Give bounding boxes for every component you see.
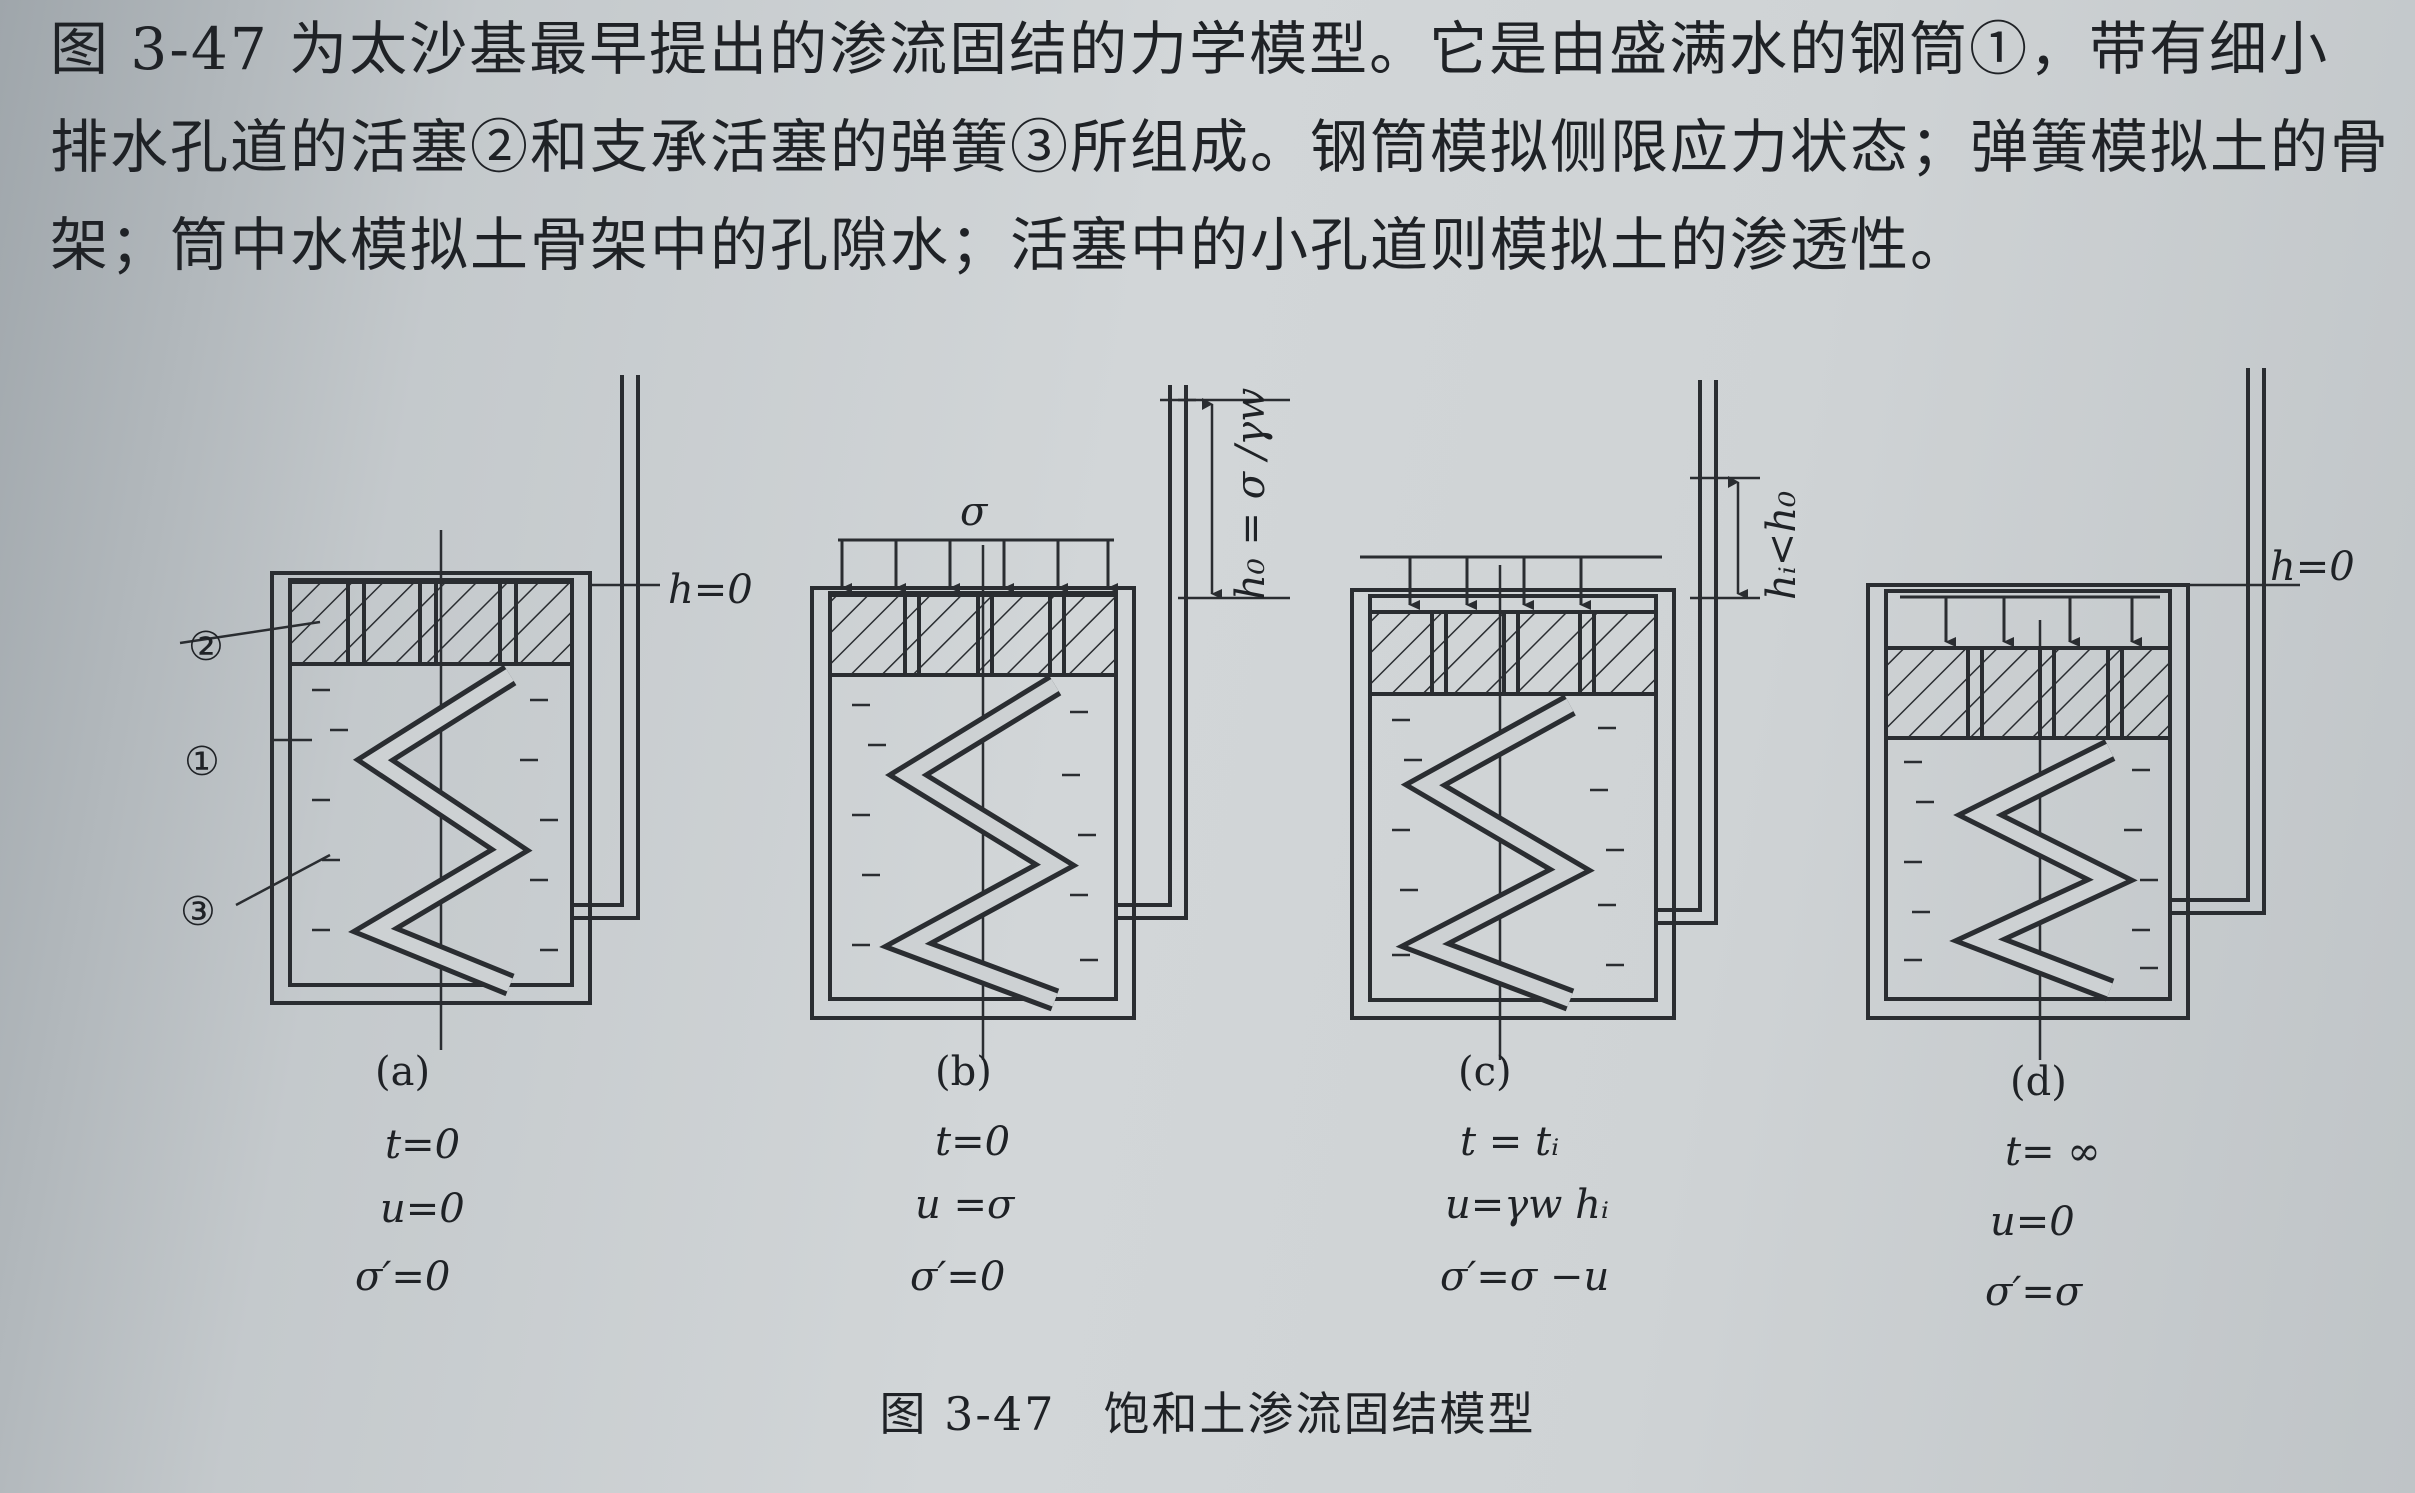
panel-d-diagram (1866, 368, 2300, 1060)
panel-a-head-label: h=0 (668, 567, 753, 613)
panel-a-effective-stress: σ′=0 (355, 1254, 450, 1300)
panel-d-pore-pressure: u=0 (1990, 1199, 2075, 1245)
panel-b-label: (b) (935, 1049, 992, 1095)
figure-caption: 图 3-47 饱和土渗流固结模型 (879, 1387, 1536, 1441)
panel-a-time: t=0 (385, 1122, 460, 1168)
water-marks (1392, 718, 1624, 967)
spring-core (891, 679, 1069, 1007)
panel-b-effective-stress: σ′=0 (910, 1254, 1005, 1300)
paragraph-line: 架；筒中水模拟土骨架中的孔隙水；活塞中的小孔道则模拟土的渗透性。 (50, 211, 1971, 279)
load-arrows (840, 540, 1118, 593)
cylinder-inner-wall (1884, 589, 2172, 1001)
panel-d-label: (d) (2010, 1059, 2067, 1105)
callout-leader (235, 853, 331, 907)
panel-b-diagram (810, 385, 1290, 1060)
panel-d-time: t= ∞ (2005, 1129, 2101, 1175)
paragraph-line: 排水孔道的活塞②和支承活塞的弹簧③所组成。钢筒模拟侧限应力状态；弹簧模拟土的骨 (50, 113, 2391, 181)
spring-core (1407, 698, 1585, 1007)
panel-c-effective-stress: σ′=σ −u (1440, 1254, 1609, 1300)
panel-c-head-label: hᵢ<h₀ (1759, 491, 1805, 600)
panel-b-pore-pressure: u =σ (915, 1182, 1016, 1228)
piston (1884, 646, 2172, 740)
spring-core (359, 669, 524, 992)
load-arrows (1408, 557, 1591, 610)
standpipe (1116, 385, 1188, 920)
panel-c-time: t = tᵢ (1460, 1119, 1559, 1165)
piston (1368, 610, 1658, 696)
paragraph-line: 图 3-47 为太沙基最早提出的渗流固结的力学模型。它是由盛满水的钢筒①，带有细… (50, 15, 2330, 83)
panel-d-annotations: (d) t= ∞ u=0 σ′=σ (1985, 1059, 2101, 1315)
cylinder-outer-wall (270, 571, 592, 1005)
panel-c-pore-pressure: u=γw hᵢ (1445, 1182, 1609, 1228)
load-arrows (1944, 597, 2142, 647)
callout-spring: ③ (180, 889, 216, 935)
panel-b-time: t=0 (935, 1119, 1010, 1165)
water-marks (1904, 760, 2158, 970)
panel-d-head-label: h=0 (2270, 544, 2355, 590)
water-marks (312, 688, 558, 952)
standpipe (2170, 368, 2266, 915)
piston (288, 580, 574, 666)
panel-a-pore-pressure: u=0 (380, 1186, 465, 1232)
standpipe (1656, 380, 1718, 925)
standpipe (572, 375, 640, 920)
panel-a-annotations: (a) t=0 u=0 σ′=0 (355, 1049, 465, 1300)
cylinder-outer-wall (810, 586, 1136, 1020)
load-symbol: σ (960, 489, 989, 535)
panel-c-annotations: (c) t = tᵢ u=γw hᵢ σ′=σ −u (1440, 1049, 1609, 1300)
panel-b-annotations: (b) t=0 u =σ σ′=0 (910, 1049, 1016, 1300)
piston (828, 593, 1118, 677)
callout-piston: ② (188, 624, 224, 670)
spring-core (1962, 743, 2127, 997)
water-marks (852, 703, 1098, 962)
cylinder-inner-wall (1368, 594, 1658, 1002)
callout-cylinder: ① (184, 739, 220, 785)
panel-a-label: (a) (375, 1049, 430, 1095)
cylinder-outer-wall (1350, 588, 1676, 1020)
cylinder-outer-wall (1866, 583, 2190, 1020)
body-paragraph: 图 3-47 为太沙基最早提出的渗流固结的力学模型。它是由盛满水的钢筒①，带有细… (50, 0, 2410, 294)
panel-c-diagram (1350, 380, 1760, 1060)
panel-a-diagram (179, 375, 660, 1050)
callout-leader (179, 620, 321, 645)
panel-c-label: (c) (1458, 1049, 1512, 1095)
panel-d-effective-stress: σ′=σ (1985, 1269, 2084, 1315)
panel-b-head-label: h₀ = σ /γw (1228, 388, 1274, 600)
